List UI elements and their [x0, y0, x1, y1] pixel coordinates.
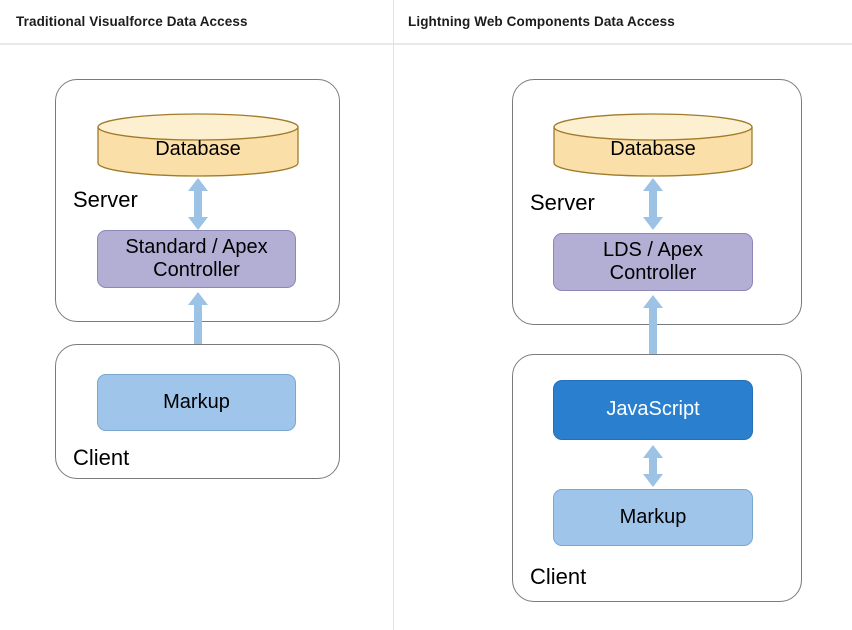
column-divider: [393, 0, 394, 630]
left-controller-to-markup-arrow: [186, 292, 210, 362]
right-controller-node: LDS / Apex Controller: [553, 233, 753, 291]
left-controller-node: Standard / Apex Controller: [97, 230, 296, 288]
right-database-cylinder: Database: [553, 113, 753, 177]
right-javascript-to-markup-arrow: [641, 445, 665, 487]
left-database-label: Database: [155, 138, 241, 160]
column-header-lightning-web-components: Lightning Web Components Data Access: [408, 14, 675, 29]
column-header-traditional-visualforce: Traditional Visualforce Data Access: [16, 14, 248, 29]
right-controller-to-javascript-arrow: [641, 295, 665, 377]
right-database-label: Database: [610, 138, 696, 160]
left-database-cylinder: Database: [97, 113, 299, 177]
right-controller-label: LDS / Apex Controller: [602, 238, 704, 284]
left-controller-label: Standard / Apex Controller: [125, 235, 268, 281]
column-header-band: Traditional Visualforce Data Access Ligh…: [0, 0, 852, 45]
left-server-label: Server: [73, 187, 138, 212]
right-javascript-node: JavaScript: [553, 380, 753, 440]
panel-lightning-web-components: Server Database LDS / Apex Controller: [394, 0, 852, 630]
left-client-label: Client: [73, 445, 130, 470]
left-database-to-controller-arrow: [186, 178, 210, 230]
right-database-to-controller-arrow: [641, 178, 665, 230]
left-markup-node: Markup: [97, 374, 296, 431]
right-markup-node: Markup: [553, 489, 753, 546]
right-client-label: Client: [530, 564, 587, 589]
panel-traditional-visualforce: Server Database Standard / Apex Controll…: [0, 0, 393, 630]
right-server-label: Server: [530, 190, 595, 215]
